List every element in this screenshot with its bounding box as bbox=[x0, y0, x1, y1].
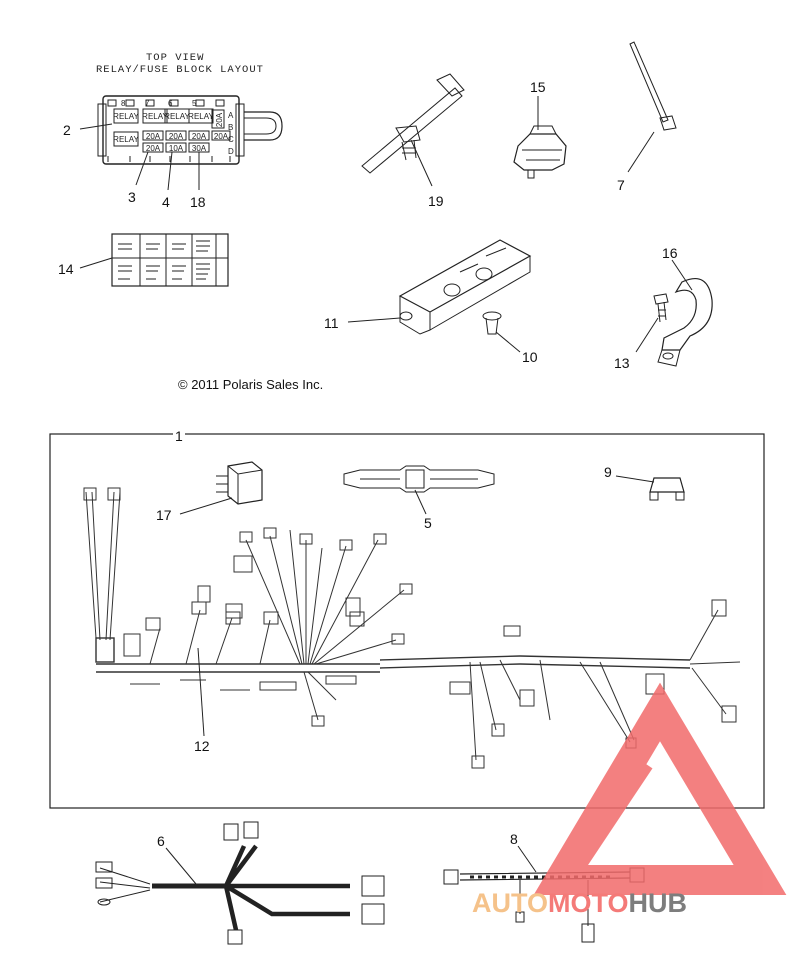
watermark-moto: MOTO bbox=[548, 888, 629, 918]
clamp-drawing bbox=[657, 278, 713, 367]
callout-5: 5 bbox=[424, 515, 432, 531]
watermark-hub: HUB bbox=[628, 888, 688, 918]
relay-label: RELAY bbox=[164, 112, 190, 121]
leader-10 bbox=[495, 331, 521, 353]
callout-4: 4 bbox=[162, 194, 170, 210]
relay-label: RELAY bbox=[113, 112, 139, 121]
callout-10: 10 bbox=[522, 349, 538, 365]
fuse-block-labels: RELAY RELAY RELAY RELAY RELAY 20A 20A 20… bbox=[113, 99, 234, 156]
fuse-rating: 20A bbox=[215, 112, 224, 127]
callout-19: 19 bbox=[428, 193, 444, 209]
pin-number: 7 bbox=[145, 99, 150, 108]
callout-13: 13 bbox=[614, 355, 630, 371]
fuse-rating: 20A bbox=[146, 144, 161, 153]
callout-8: 8 bbox=[510, 831, 518, 847]
maxi-fuse-drawing bbox=[649, 477, 685, 501]
sub-harness-6-drawing bbox=[95, 821, 385, 945]
leader-16 bbox=[671, 259, 693, 291]
leader-19 bbox=[410, 139, 433, 187]
fuse-holder-drawing bbox=[343, 465, 495, 493]
relay-label: RELAY bbox=[113, 135, 139, 144]
pin-letter: B bbox=[228, 123, 233, 132]
leader-11 bbox=[347, 317, 401, 323]
leader-13 bbox=[635, 317, 659, 353]
pin-number: 6 bbox=[168, 99, 173, 108]
leader-3 bbox=[135, 151, 149, 186]
fuse-rating: 20A bbox=[169, 132, 184, 141]
callout-12: 12 bbox=[194, 738, 210, 754]
pin-letter: C bbox=[228, 135, 234, 144]
main-harness-frame bbox=[49, 433, 765, 809]
relay-label: RELAY bbox=[142, 112, 168, 121]
leader-12 bbox=[197, 647, 205, 737]
callout-17: 17 bbox=[156, 507, 172, 523]
pin-number: 8 bbox=[121, 99, 126, 108]
callout-11: 11 bbox=[324, 315, 339, 331]
leader-6 bbox=[165, 847, 197, 885]
pin-number: 5 bbox=[192, 99, 197, 108]
fuse-decal-drawing bbox=[111, 233, 229, 287]
layout-title-line1: TOP VIEW bbox=[146, 52, 205, 64]
watermark-logo-shape bbox=[533, 682, 787, 895]
callout-6: 6 bbox=[157, 833, 165, 849]
callout-3: 3 bbox=[128, 189, 136, 205]
watermark-text: AUTOMOTOHUB bbox=[472, 890, 687, 917]
callout-14: 14 bbox=[58, 261, 74, 277]
leader-5 bbox=[414, 489, 427, 515]
callout-9: 9 bbox=[604, 464, 612, 480]
cable-tie-drawing bbox=[629, 41, 677, 131]
callout-15: 15 bbox=[530, 79, 546, 95]
pin-letter: D bbox=[228, 147, 234, 156]
copyright-notice: © 2011 Polaris Sales Inc. bbox=[178, 377, 324, 392]
leader-2 bbox=[79, 123, 113, 130]
cable-tie-clip-drawing bbox=[361, 73, 465, 174]
leader-8 bbox=[517, 845, 537, 873]
bracket-drawing bbox=[398, 239, 532, 335]
leader-17 bbox=[179, 497, 233, 515]
fuse-rating: 10A bbox=[169, 144, 184, 153]
layout-title-line2: RELAY/FUSE BLOCK LAYOUT bbox=[96, 64, 264, 76]
callout-7: 7 bbox=[617, 177, 625, 193]
pin-letter: A bbox=[228, 111, 234, 120]
fuse-rating: 20A bbox=[146, 132, 161, 141]
relay-drawing bbox=[216, 461, 263, 505]
callout-2: 2 bbox=[63, 122, 71, 138]
callout-16: 16 bbox=[662, 245, 678, 261]
push-rivet-drawing bbox=[482, 311, 502, 335]
fuse-rating: 30A bbox=[192, 144, 207, 153]
fuse-rating: 20A bbox=[214, 132, 229, 141]
fuse-block-drawing bbox=[97, 95, 283, 165]
leader-7 bbox=[627, 131, 655, 173]
relay-label: RELAY bbox=[188, 112, 214, 121]
leader-4 bbox=[167, 151, 173, 191]
fuse-rating: 20A bbox=[192, 132, 207, 141]
connector-clip-drawing bbox=[513, 125, 567, 179]
watermark-auto: AUTO bbox=[472, 888, 549, 918]
callout-1: 1 bbox=[173, 428, 185, 444]
callout-18: 18 bbox=[190, 194, 206, 210]
leader-9 bbox=[615, 475, 655, 483]
bolt-drawing bbox=[653, 293, 669, 323]
leader-14 bbox=[79, 257, 113, 269]
